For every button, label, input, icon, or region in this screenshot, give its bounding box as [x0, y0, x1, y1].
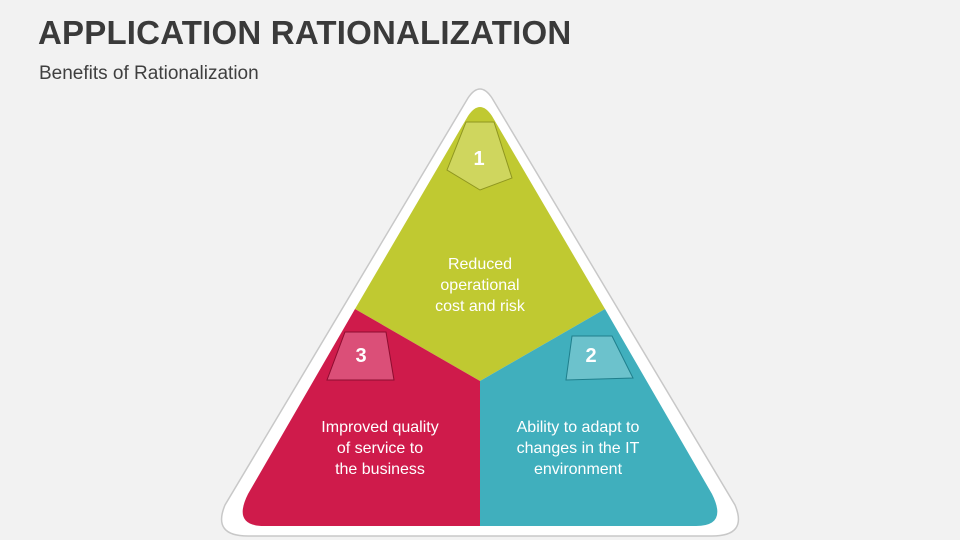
segment-1-shape [355, 107, 605, 381]
segment-1-line-2: operational [440, 277, 519, 294]
segment-2-text: Ability to adapt to changes in the IT en… [517, 419, 640, 478]
segment-1-number: 1 [473, 148, 484, 170]
segment-3-number: 3 [355, 345, 366, 367]
segment-3-line-1: Improved quality [321, 419, 438, 436]
segment-1-text: Reduced operational cost and risk [435, 256, 526, 315]
page-title: APPLICATION RATIONALIZATION [38, 14, 572, 51]
segment-2-shape [480, 309, 718, 526]
segment-2-line-3: environment [534, 461, 623, 478]
segment-3-line-3: the business [335, 461, 425, 478]
segment-2-line-1: Ability to adapt to [517, 419, 640, 436]
page-subtitle: Benefits of Rationalization [39, 63, 259, 84]
segment-3-shape [242, 309, 480, 526]
segment-3-line-2: of service to [337, 440, 423, 457]
segment-3-text: Improved quality of service to the busin… [321, 419, 438, 478]
segment-2-number: 2 [585, 345, 596, 367]
segment-1-badge: 1 [446, 121, 513, 191]
segment-1-line-3: cost and risk [435, 298, 526, 315]
segment-2-line-2: changes in the IT [517, 440, 640, 457]
segment-3-badge: 3 [326, 331, 395, 381]
segment-2-badge: 2 [565, 335, 634, 381]
segment-1-line-1: Reduced [448, 256, 512, 273]
